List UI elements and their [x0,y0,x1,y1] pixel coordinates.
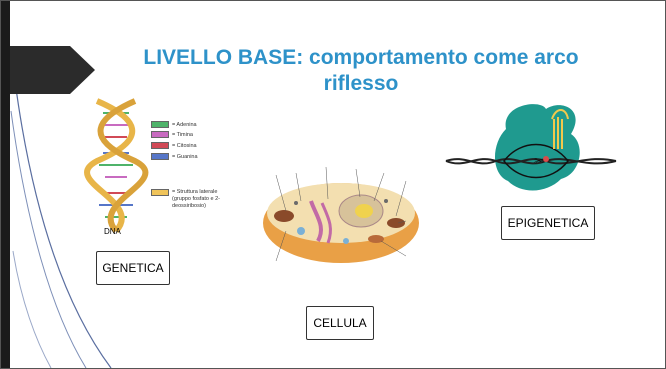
caption-genetica: GENETICA [96,251,170,285]
dna-helix-image [84,98,149,234]
slide-title: LIVELLO BASE: comportamento come arco ri… [143,46,579,95]
legend-item-guanina: = Guanina [151,153,198,160]
dna-label: DNA [104,227,121,236]
legend-label: = Adenina [172,121,197,128]
caption-cellula: CELLULA [306,306,374,340]
legend-swatch [151,142,169,149]
decorative-swoosh [10,80,112,368]
caption-epigenetica: EPIGENETICA [501,206,595,240]
svg-text:✂: ✂ [534,154,544,168]
legend-swatch [151,153,169,160]
legend-item-citosina: = Citosina [151,142,197,149]
legend-item-struttura: = Struttura laterale (gruppo fosfato e 2… [151,189,231,210]
cell-diagram-image [263,166,419,263]
title-arrow-shape [10,46,95,94]
left-dark-bar [1,1,10,368]
legend-label: = Timina [172,131,193,138]
legend-item-adenina: = Adenina [151,121,197,128]
legend-label: = Citosina [172,142,197,149]
legend-swatch [151,189,169,196]
legend-label: = Guanina [172,153,198,160]
legend-swatch [151,121,169,128]
legend-label: = Struttura laterale (gruppo fosfato e 2… [172,189,221,209]
epigenetics-crispr-image: ✂ [445,104,617,191]
legend-swatch [151,131,169,138]
legend-item-timina: = Timina [151,131,193,138]
